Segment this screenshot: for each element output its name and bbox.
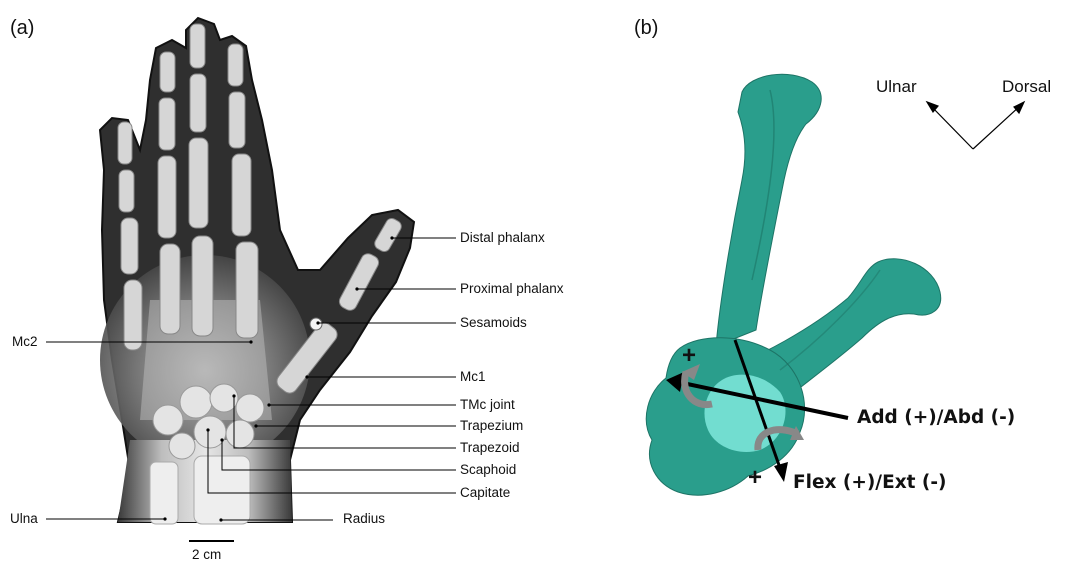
label-trapezoid: Trapezoid — [460, 441, 520, 455]
label-scaphoid: Scaphoid — [460, 463, 516, 477]
axis-label-flex-ext: Flex (+)/Ext (-) — [793, 474, 947, 493]
label-proximal-phalanx: Proximal phalanx — [460, 282, 564, 296]
direction-indicator — [927, 102, 1024, 149]
panel-label-a: (a) — [10, 18, 34, 38]
label-mc2: Mc2 — [12, 335, 38, 349]
label-ulna: Ulna — [10, 512, 38, 526]
axis-label-add-abd: Add (+)/Abd (-) — [857, 409, 1015, 428]
label-trapezium: Trapezium — [460, 419, 523, 433]
label-radius: Radius — [343, 512, 385, 526]
mc1-bone-model — [716, 74, 821, 346]
label-distal-phalanx: Distal phalanx — [460, 231, 545, 245]
plus-sign-top: + — [682, 344, 696, 368]
joint-highlight — [704, 375, 785, 452]
label-tmc-joint: TMc joint — [460, 398, 515, 412]
direction-dorsal: Dorsal — [1002, 78, 1051, 95]
label-mc1: Mc1 — [460, 370, 486, 384]
plus-sign-bottom: + — [748, 466, 762, 490]
label-sesamoids: Sesamoids — [460, 316, 527, 330]
label-capitate: Capitate — [460, 486, 510, 500]
scale-bar-label: 2 cm — [192, 548, 221, 562]
direction-ulnar: Ulnar — [876, 78, 917, 95]
panel-label-b: (b) — [634, 18, 658, 38]
